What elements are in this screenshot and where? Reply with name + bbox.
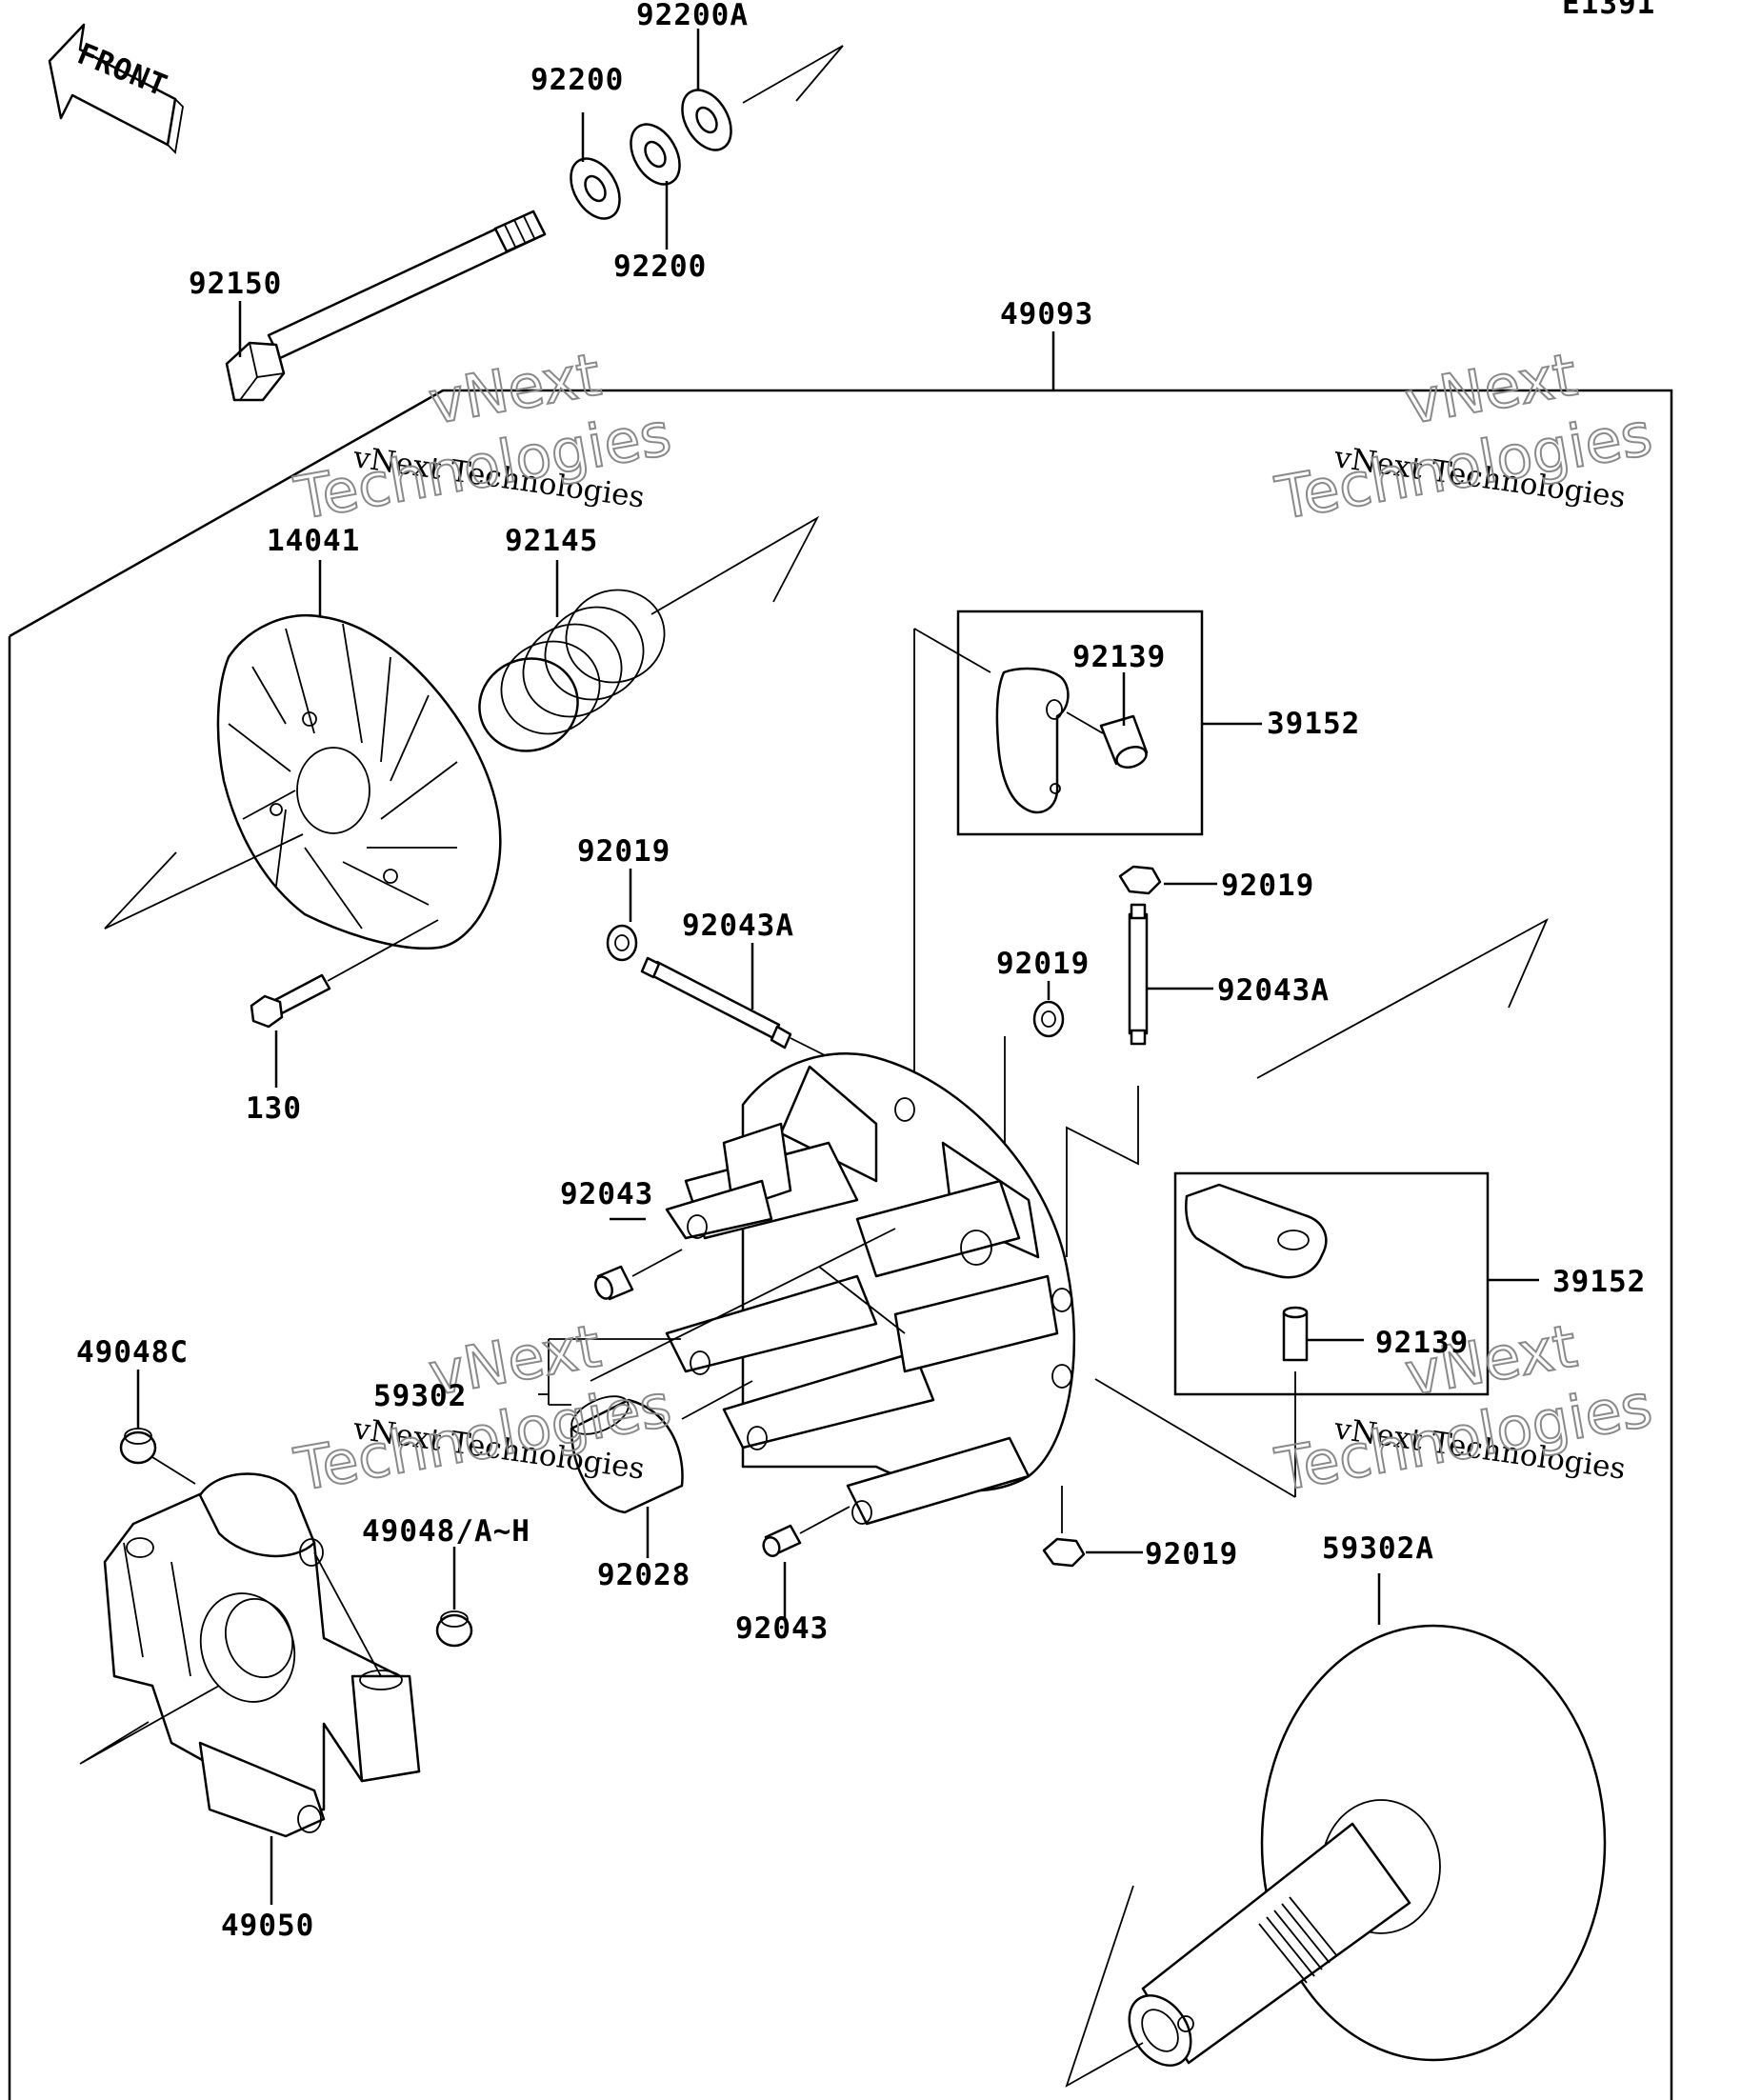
cap-49048C [119, 1428, 157, 1465]
label-49050: 49050 [221, 1909, 314, 1943]
label-92019-a: 92019 [577, 834, 670, 869]
label-92019-c: 92019 [996, 947, 1090, 981]
nut-92019-c [1032, 1000, 1065, 1038]
nut-92019-d [1042, 1537, 1086, 1568]
watermark-top-left: vNext Technologies vNext Technologies [289, 338, 677, 534]
spring-92145 [478, 589, 666, 752]
label-59302A: 59302A [1322, 1531, 1434, 1566]
label-92200-bottom: 92200 [613, 250, 707, 284]
washer-92200-a [570, 157, 621, 220]
label-92019-d: 92019 [1145, 1537, 1238, 1571]
label-14041: 14041 [267, 524, 360, 558]
cap-49048AH [435, 1610, 473, 1648]
pin-92043A-a [640, 956, 792, 1050]
label-92150: 92150 [189, 267, 282, 301]
label-92200A: 92200A [636, 0, 749, 32]
fixed-sheave-59302A [1128, 1624, 1607, 2067]
nut-92019-b [1118, 865, 1162, 895]
label-92200-top: 92200 [530, 63, 624, 97]
pin-92043-a [594, 1265, 634, 1301]
label-39152-bottom: 39152 [1552, 1265, 1646, 1299]
label-59302: 59302 [373, 1379, 467, 1413]
roller-92028 [570, 1395, 684, 1514]
label-92139-top: 92139 [1072, 640, 1166, 674]
label-92043-b: 92043 [735, 1611, 829, 1646]
spider-49050 [103, 1472, 421, 1838]
washer-92200-b [630, 123, 681, 186]
pin-92043A-b [1128, 903, 1149, 1046]
label-92043-a: 92043 [560, 1177, 653, 1211]
weight-box-39152-bottom [1173, 1171, 1490, 1396]
bolt-130 [250, 973, 331, 1029]
label-130: 130 [246, 1091, 302, 1126]
label-39152-top: 39152 [1267, 707, 1360, 741]
label-92028: 92028 [597, 1558, 690, 1592]
label-92019-b: 92019 [1221, 869, 1314, 903]
label-49093: 49093 [1000, 297, 1093, 331]
watermark-bottom-left: vNext Technologies vNext Technologies [289, 1310, 677, 1506]
pin-92043-b [762, 1524, 802, 1557]
label-92145: 92145 [505, 524, 598, 558]
label-92043A-a: 92043A [682, 909, 794, 943]
bolt-92150 [225, 210, 547, 402]
label-92043A-b: 92043A [1217, 973, 1330, 1008]
label-49048C: 49048C [76, 1335, 189, 1370]
label-92139-bottom: 92139 [1375, 1326, 1469, 1360]
label-49048-A-H: 49048/A~H [362, 1514, 530, 1549]
spider-hub [590, 1052, 1076, 1526]
movable-sheave-14041 [216, 614, 502, 950]
weight-box-39152-top [956, 610, 1204, 836]
assembly-frame [8, 331, 1673, 2100]
nut-92019-a [606, 924, 638, 962]
diagram-code: E1391 [1562, 0, 1655, 21]
front-arrow-icon: FRONT [48, 23, 184, 154]
washer-92200A [681, 89, 732, 151]
watermark-top-right: vNext Technologies vNext Technologies [1270, 338, 1658, 534]
